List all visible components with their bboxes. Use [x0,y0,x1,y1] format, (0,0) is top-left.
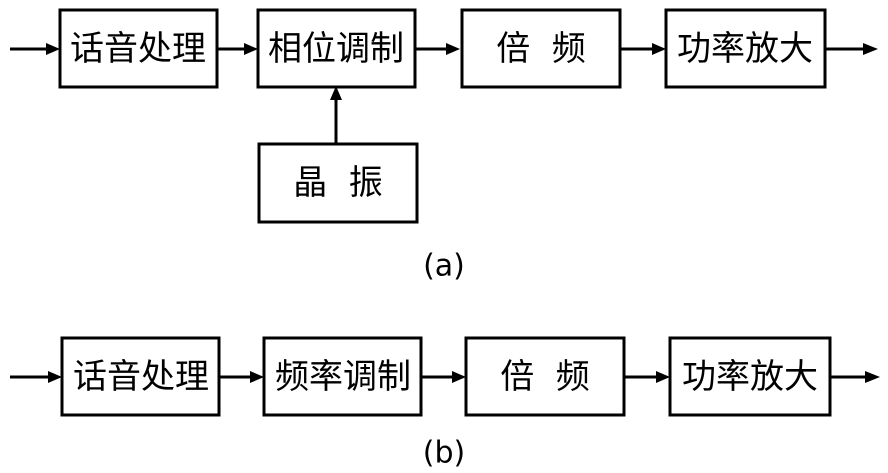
block-power-amplifier-a: 功率放大 [664,8,827,89]
block-frequency-modulation-label: 频率调制 [275,357,411,397]
block-frequency-multiplier-a: 倍 频 [460,8,622,89]
block-crystal-oscillator-label: 晶 振 [293,163,383,203]
arrow-phase-to-multiplier-head [446,43,460,55]
diagram-a: 话音处理 相位调制 倍 频 功率放大 晶 振 (a) [10,8,878,284]
arrow-output-b-head [865,371,880,383]
arrow-input-a-head [46,43,60,55]
block-frequency-multiplier-a-label: 倍 频 [496,29,586,69]
block-power-amplifier-a-label: 功率放大 [677,29,813,69]
arrow-speech-to-freq-head [250,371,264,383]
arrow-crystal-to-phase-head [330,86,342,100]
block-speech-processing-a: 话音处理 [58,8,219,89]
arrow-multiplier-to-amp-b-head [656,371,670,383]
arrow-multiplier-to-amp-head [652,43,666,55]
block-speech-processing-b: 话音处理 [60,336,221,417]
diagram-b: 话音处理 频率调制 倍 频 功率放大 (b) [10,336,880,471]
block-power-amplifier-b: 功率放大 [668,336,832,417]
arrow-speech-to-phase-head [244,43,258,55]
block-phase-modulation: 相位调制 [256,8,417,89]
caption-a: (a) [423,249,465,284]
block-crystal-oscillator: 晶 振 [257,142,419,224]
block-speech-processing-b-label: 话音处理 [73,357,209,397]
arrow-output-a-head [863,43,878,55]
caption-b: (b) [423,436,465,471]
block-frequency-modulation: 频率调制 [262,336,423,417]
block-power-amplifier-b-label: 功率放大 [682,357,818,397]
block-phase-modulation-label: 相位调制 [268,29,404,69]
block-frequency-multiplier-b: 倍 频 [464,336,626,417]
block-frequency-multiplier-b-label: 倍 频 [500,357,590,397]
arrow-input-b-head [48,371,62,383]
block-speech-processing-a-label: 话音处理 [70,29,206,69]
arrow-freq-to-multiplier-head [452,371,466,383]
